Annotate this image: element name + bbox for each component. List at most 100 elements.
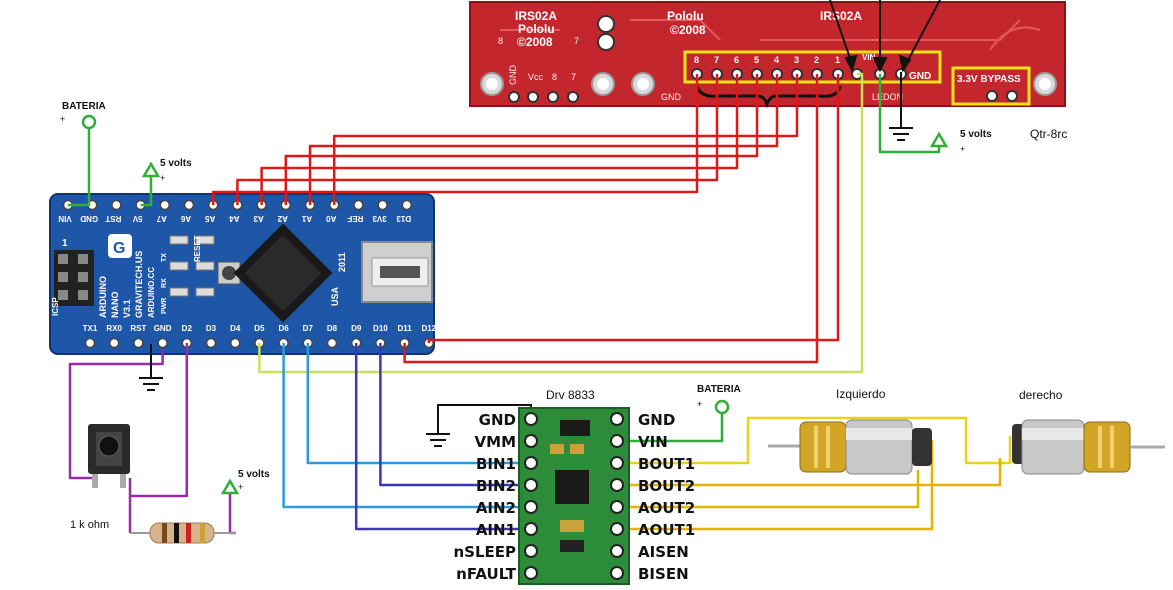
drv-left-pin-vmm: VMM [475,433,516,451]
qtr-title-left: IRS02A [515,9,557,23]
drv-right-pad [610,412,624,426]
drv-right-pin-aout2: AOUT2 [638,499,695,517]
nano-silk-line: GRAVITECH.US [134,251,144,318]
drv-left-pad [524,544,538,558]
motor-left-label: Izquierdo [836,387,886,401]
red-sensor-wire [260,74,739,205]
nano-bottom-pin-d11: D11 [397,324,412,333]
icsp-pin-one: 1 [62,238,68,249]
nano-vin-wire [68,128,91,207]
nano-top-pin-a5: A5 [205,214,216,223]
qtr-brand-left: Pololu [518,22,555,36]
drv-right-pin-aout1: AOUT1 [638,521,695,539]
drv-vin-wire [617,413,724,443]
qtr-left-num-8: 8 [552,72,557,82]
wires [68,72,1012,535]
nano-top-pin-pad [401,199,413,211]
aout1-wire [617,440,934,531]
drv-left-pin-bin1: BIN1 [476,455,516,473]
nano-5v-label: 5 volts [160,158,192,169]
nano-top-pin-d13: D13 [396,214,411,223]
red-sensor-wire [403,74,819,364]
nano-bottom-pin-d6: D6 [278,324,289,333]
drv-right-pad [610,566,624,580]
nano-bottom-pin-d12: D12 [421,324,436,333]
qtr-name-label: Qtr-8rc [1030,127,1067,141]
nano-bottom-pin-d5: D5 [254,324,265,333]
qtr-left-edge-7: 7 [574,36,579,46]
nano-bottom-pin-d7: D7 [303,324,314,333]
nano-top-pin-ref: REF [347,214,363,223]
drv-left-pad [524,434,538,448]
nano-bottom-pin-gnd: GND [154,324,172,333]
nano-top-pin-a7: A7 [156,214,167,223]
nano-bottom-pin-pad [157,337,168,349]
nano-bottom-pin-d8: D8 [327,324,338,333]
drv-left-pin-ain2: AIN2 [476,499,516,517]
year-label: 2011 [337,252,347,272]
nano-led-label: PWR [161,298,168,314]
nano-arduino-cc: ARDUINO.CC [147,267,156,318]
qtr-gnd-label: GND [909,71,931,82]
bout2-wire [617,458,1002,487]
qtr-year-left: ©2008 [517,35,553,49]
svg-text:G: G [113,240,125,257]
resistor-icon [130,522,236,544]
qtr-pin-label-3: 3 [794,55,799,65]
nano-top-pin-pad [111,199,122,211]
qtr-5v-label: 5 volts [960,129,992,140]
drv-left-pin-bin2: BIN2 [476,477,516,495]
qtr-pin-label-1: 1 [835,55,840,65]
qtr-pin-label-5: 5 [754,55,759,65]
motor-right-icon [1012,419,1165,475]
nano-bottom-pin-pad [205,337,217,349]
ground-icon [889,72,913,141]
qtr-vcc-label: Vcc [528,72,544,82]
supply-arrow-icon [929,131,949,148]
drv-bateria-symbol: BATERIA + [697,384,741,415]
qtr-vcc-wire [878,74,941,154]
qtr-gnd-bottom: GND [661,92,682,102]
resistor-5v-wire [228,493,236,535]
drv-left-pad [524,522,538,536]
qtr-gnd-left-label: GND [508,65,518,86]
red-sensor-wire [236,74,719,205]
qtr-ledon-label: LEDON [872,92,903,102]
brace-icon [695,85,842,109]
red-sensor-wire [427,74,840,343]
qtr-left-num-7: 7 [571,72,576,82]
nano-top-pin-vin: VIN [58,214,72,223]
nano-bottom-pin-pad [133,337,144,349]
qtr-pin-label-7: 7 [714,55,719,65]
qtr-board-body [470,2,1065,106]
qtr-pin-label-8: 8 [694,55,699,65]
drv-right-pin-bout1: BOUT1 [638,455,695,473]
button-gnd-wire [68,350,164,480]
red-sensor-wire [284,74,759,205]
qtr-pointer-arrows [829,0,941,73]
nano-5v-wire [140,176,153,207]
qtr-header-highlight [683,50,942,84]
nano-top-pin-gnd: GND [80,214,98,223]
motor-right-label: derecho [1019,388,1063,402]
nano-silk-line: NANO [110,292,120,319]
drv-left-pad [524,412,538,426]
resistor-label: 1 k ohm [70,519,109,531]
aout2-wire [617,470,920,509]
nano-bottom-pin-pad [326,337,338,349]
drv-left-pin-ain1: AIN1 [476,521,516,539]
button-wire [128,343,189,498]
ground-icon [139,344,163,391]
supply-arrow-icon [220,478,240,495]
nano-top-pin-a0: A0 [326,214,337,223]
drv-left-pad [524,456,538,470]
nano-top-pin-pad [377,199,388,211]
drv-right-pad [610,478,624,492]
nano-bottom-pin-d3: D3 [206,324,217,333]
qtr-5v-symbol: 5 volts + [929,129,992,154]
